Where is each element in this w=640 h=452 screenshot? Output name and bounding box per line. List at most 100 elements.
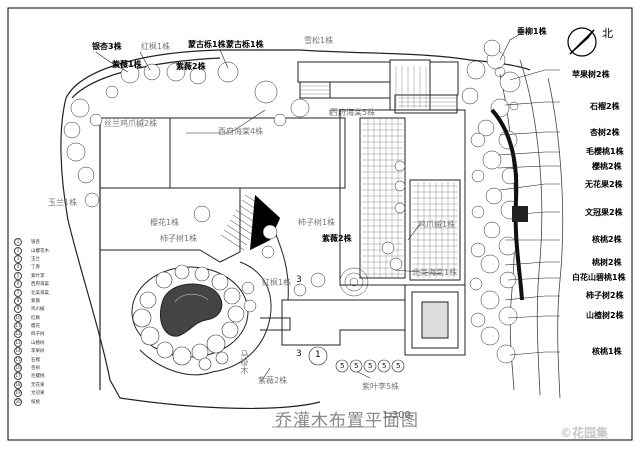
label-crabapple-5: 西府海棠5株 bbox=[330, 108, 376, 117]
label-persimmon-1: 柿子树1株 bbox=[160, 234, 198, 243]
leader-lines bbox=[95, 33, 560, 381]
legend-text: 毛樱桃 bbox=[31, 374, 45, 380]
label-walnut-2: 核桃2株 bbox=[592, 235, 622, 244]
label-persimmon-2: 柿子树1株 bbox=[298, 218, 336, 227]
legend-row: 1 银杏 bbox=[14, 238, 74, 247]
marker-5e: 5 bbox=[396, 362, 401, 370]
legend-text: 丁香 bbox=[31, 265, 40, 271]
legend-symbol-icon: 16 bbox=[14, 364, 22, 373]
drawing-frame bbox=[7, 7, 633, 441]
legend-symbol-icon: 7 bbox=[14, 288, 22, 297]
label-magnolia: 玉兰1株 bbox=[48, 198, 78, 207]
label-mongolian-oak-1: 蒙古栎1株 bbox=[188, 40, 226, 49]
legend-row: 5 紫叶李 bbox=[14, 271, 74, 280]
legend-symbol-icon: 4 bbox=[14, 263, 22, 272]
label-yellowhorn: 文冠果2株 bbox=[585, 208, 623, 217]
legend-text: 苹果树 bbox=[31, 349, 45, 355]
pond-rocks bbox=[132, 264, 245, 371]
legend-row: 2 山樱花木 bbox=[14, 246, 74, 255]
legend-row: 14 苹果树 bbox=[14, 347, 74, 356]
shrub-dots bbox=[339, 66, 519, 297]
label-ginkgo: 银杏3株 bbox=[92, 42, 122, 51]
legend-text: 北美海棠 bbox=[31, 290, 49, 296]
legend-text: 石榴 bbox=[31, 357, 40, 363]
building-structures bbox=[99, 59, 466, 356]
legend-text: 紫叶李 bbox=[31, 273, 45, 279]
legend-symbol-icon: 3 bbox=[14, 254, 22, 263]
planting-masses bbox=[63, 39, 521, 364]
paving-pattern bbox=[300, 66, 458, 278]
marker-3-left: 3 bbox=[296, 275, 302, 285]
label-crape-myrtle-a: 紫薇2株 bbox=[176, 62, 206, 71]
legend-symbol-icon: 18 bbox=[14, 380, 22, 389]
label-persimmon-right: 柿子树2株 bbox=[586, 291, 624, 300]
north-label: 北 bbox=[602, 27, 613, 40]
legend-symbol-icon: 14 bbox=[14, 347, 22, 356]
label-mongolian-oak-2: 蒙古栎1株 bbox=[226, 40, 264, 49]
drawing-title: 乔灌木布置平面图 bbox=[275, 411, 419, 431]
legend-symbol-icon: 19 bbox=[14, 389, 22, 398]
legend-symbol-icon: 5 bbox=[14, 271, 22, 280]
legend-symbol-icon: 8 bbox=[14, 296, 22, 305]
label-crabapple-4: 西府海棠4株 bbox=[218, 127, 264, 136]
marker-3-bottom: 3 bbox=[296, 349, 302, 359]
legend-row: 4 丁香 bbox=[14, 263, 74, 272]
label-purple-plum: 紫叶李5株 bbox=[362, 382, 400, 391]
label-crape-myrtle-top: 紫薇1株 bbox=[112, 60, 142, 69]
label-willow: 垂柳1株 bbox=[517, 27, 547, 36]
legend-text: 银杏 bbox=[31, 240, 40, 246]
label-pomegranate: 石榴2株 bbox=[590, 102, 620, 111]
marker-5a: 5 bbox=[340, 362, 345, 370]
legend-row: 10 红枫 bbox=[14, 313, 74, 322]
legend-text: 红枫 bbox=[31, 315, 40, 321]
lawn-edges bbox=[139, 231, 289, 376]
label-crape-myrtle-mid: 紫薇2株 bbox=[322, 234, 352, 243]
legend-row: 8 紫薇 bbox=[14, 296, 74, 305]
legend-symbol-icon: 20 bbox=[14, 397, 22, 406]
label-fig: 无花果2株 bbox=[585, 180, 623, 189]
legend-row: 16 杏树 bbox=[14, 364, 74, 373]
label-american-crabapple: 北美海棠1株 bbox=[412, 268, 458, 277]
label-walnut-1: 核桃1株 bbox=[592, 347, 622, 356]
legend-text: 山楂树 bbox=[31, 340, 45, 346]
label-yucca-maple: 丝兰鸡爪槭2株 bbox=[104, 119, 158, 128]
marker-5b: 5 bbox=[354, 362, 359, 370]
legend-text: 山樱花木 bbox=[31, 248, 49, 254]
legend-symbol-icon: 2 bbox=[14, 246, 22, 255]
legend-symbol-icon: 15 bbox=[14, 355, 22, 364]
hedge-line bbox=[490, 108, 524, 301]
legend-symbol-icon: 1 bbox=[14, 238, 22, 247]
legend-text: 西府海棠 bbox=[31, 282, 49, 288]
north-arrow bbox=[567, 27, 597, 57]
legend-text: 樱花 bbox=[31, 324, 40, 330]
legend-row: 11 樱花 bbox=[14, 322, 74, 331]
label-nanking-cherry: 毛樱桃1株 bbox=[586, 147, 624, 156]
label-red-maple-mid: 红枫1株 bbox=[262, 278, 292, 287]
legend-text: 杏树 bbox=[31, 366, 40, 372]
label-red-maple-top: 红枫1株 bbox=[141, 42, 171, 51]
label-peach: 桃树2株 bbox=[592, 258, 622, 267]
legend-row: 7 北美海棠 bbox=[14, 288, 74, 297]
label-tulip-tree: 马褂木 bbox=[240, 350, 249, 374]
legend-row: 13 山楂树 bbox=[14, 338, 74, 347]
label-crape-myrtle-bottom: 紫薇2株 bbox=[258, 376, 288, 385]
label-white-peach: 白花山碧桃1株 bbox=[572, 273, 626, 282]
legend-symbol-icon: 9 bbox=[14, 305, 22, 314]
legend-row: 15 石榴 bbox=[14, 355, 74, 364]
legend-symbol-icon: 10 bbox=[14, 313, 22, 322]
legend-text: 核桃 bbox=[31, 399, 40, 405]
legend-text: 鸡爪槭 bbox=[31, 307, 45, 313]
label-hawthorn: 山楂树2株 bbox=[586, 311, 624, 320]
legend-text: 紫薇 bbox=[31, 298, 40, 304]
legend-symbol-icon: 13 bbox=[14, 338, 22, 347]
legend-symbol-icon: 17 bbox=[14, 372, 22, 381]
label-apple: 苹果树2株 bbox=[572, 70, 610, 79]
legend-symbol-icon: 11 bbox=[14, 322, 22, 331]
drawing-scale: 1:300 bbox=[382, 410, 411, 421]
